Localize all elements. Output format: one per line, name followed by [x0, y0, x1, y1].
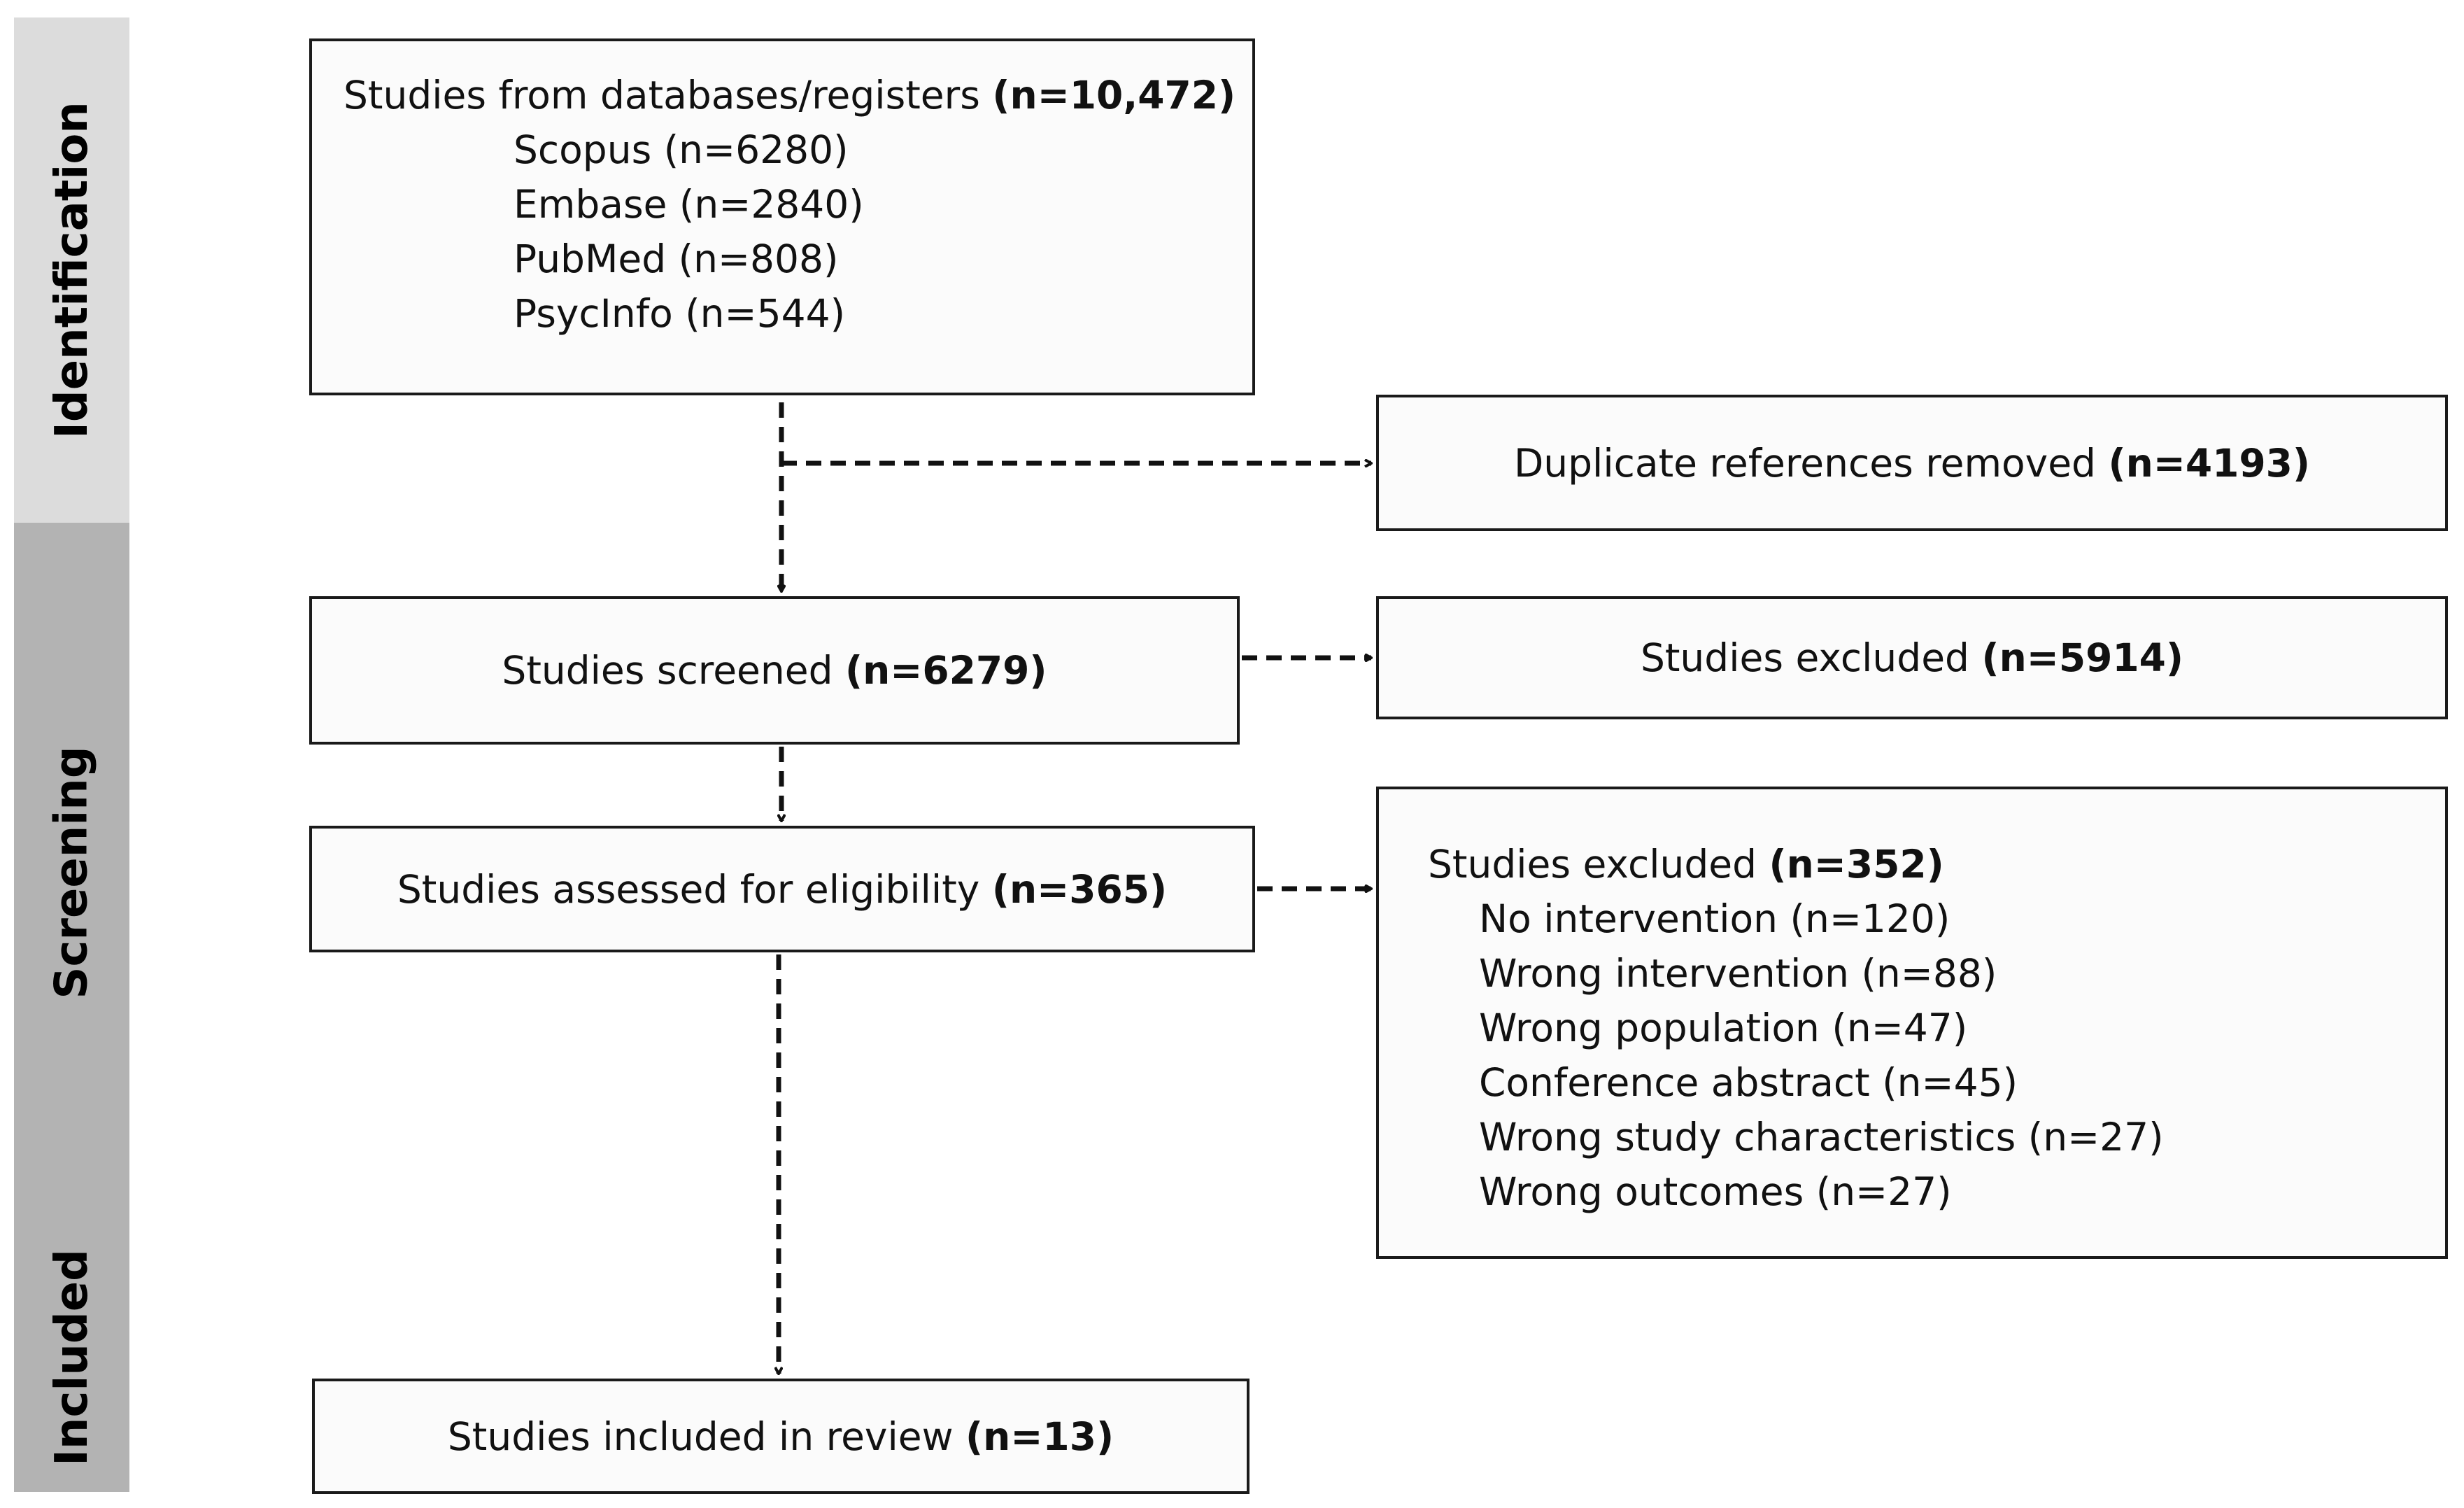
- excluded-fulltext-heading: Studies excluded (n=352): [1428, 837, 2445, 892]
- exclusion-reason: Wrong study characteristics (n=27): [1479, 1115, 2164, 1160]
- exclusion-reason: No intervention (n=120): [1479, 896, 1950, 941]
- excluded-screening-label: Studies excluded: [1640, 635, 1969, 680]
- phase-bar-identification: Identification: [14, 17, 129, 523]
- box-studies-screened: Studies screened (n=6279): [309, 596, 1240, 745]
- source-item: Scopus (n=6280): [514, 127, 849, 172]
- screened-count: (n=6279): [844, 648, 1047, 693]
- excluded-screening-count: (n=5914): [1981, 635, 2184, 680]
- eligibility-label: Studies assessed for eligibility: [397, 866, 980, 912]
- source-item: PubMed (n=808): [514, 237, 839, 281]
- identified-heading: Studies from databases/registers (n=10,4…: [344, 68, 1252, 122]
- box-records-identified: Studies from databases/registers (n=10,4…: [309, 38, 1255, 395]
- phase-bar-included: Included: [14, 1222, 129, 1492]
- excluded-fulltext-count: (n=352): [1769, 842, 1944, 887]
- phase-bar-screening: Screening: [14, 523, 129, 1222]
- box-assessed-eligibility: Studies assessed for eligibility (n=365): [309, 826, 1255, 952]
- box-excluded-screening: Studies excluded (n=5914): [1376, 596, 2448, 719]
- exclusion-reason: Wrong population (n=47): [1479, 1006, 1968, 1050]
- screened-label: Studies screened: [502, 648, 833, 693]
- exclusion-reason: Wrong outcomes (n=27): [1479, 1169, 1952, 1214]
- eligibility-count: (n=365): [991, 866, 1168, 912]
- box-studies-included: Studies included in review (n=13): [312, 1379, 1249, 1494]
- identified-label: Studies from databases/registers: [344, 73, 980, 118]
- exclusion-reason: Wrong intervention (n=88): [1479, 951, 1997, 996]
- included-count: (n=13): [965, 1414, 1114, 1459]
- excluded-fulltext-label: Studies excluded: [1428, 842, 1757, 887]
- duplicates-label: Duplicate references removed: [1513, 440, 2096, 486]
- source-item: Embase (n=2840): [514, 182, 864, 227]
- source-item: PsycInfo (n=544): [514, 291, 846, 336]
- included-label: Studies included in review: [447, 1414, 954, 1459]
- box-excluded-fulltext: Studies excluded (n=352) No intervention…: [1376, 787, 2448, 1259]
- exclusion-reason: Conference abstract (n=45): [1479, 1060, 2018, 1105]
- box-duplicates-removed: Duplicate references removed (n=4193): [1376, 395, 2448, 531]
- duplicates-count: (n=4193): [2108, 440, 2311, 486]
- identified-count: (n=10,472): [992, 73, 1236, 118]
